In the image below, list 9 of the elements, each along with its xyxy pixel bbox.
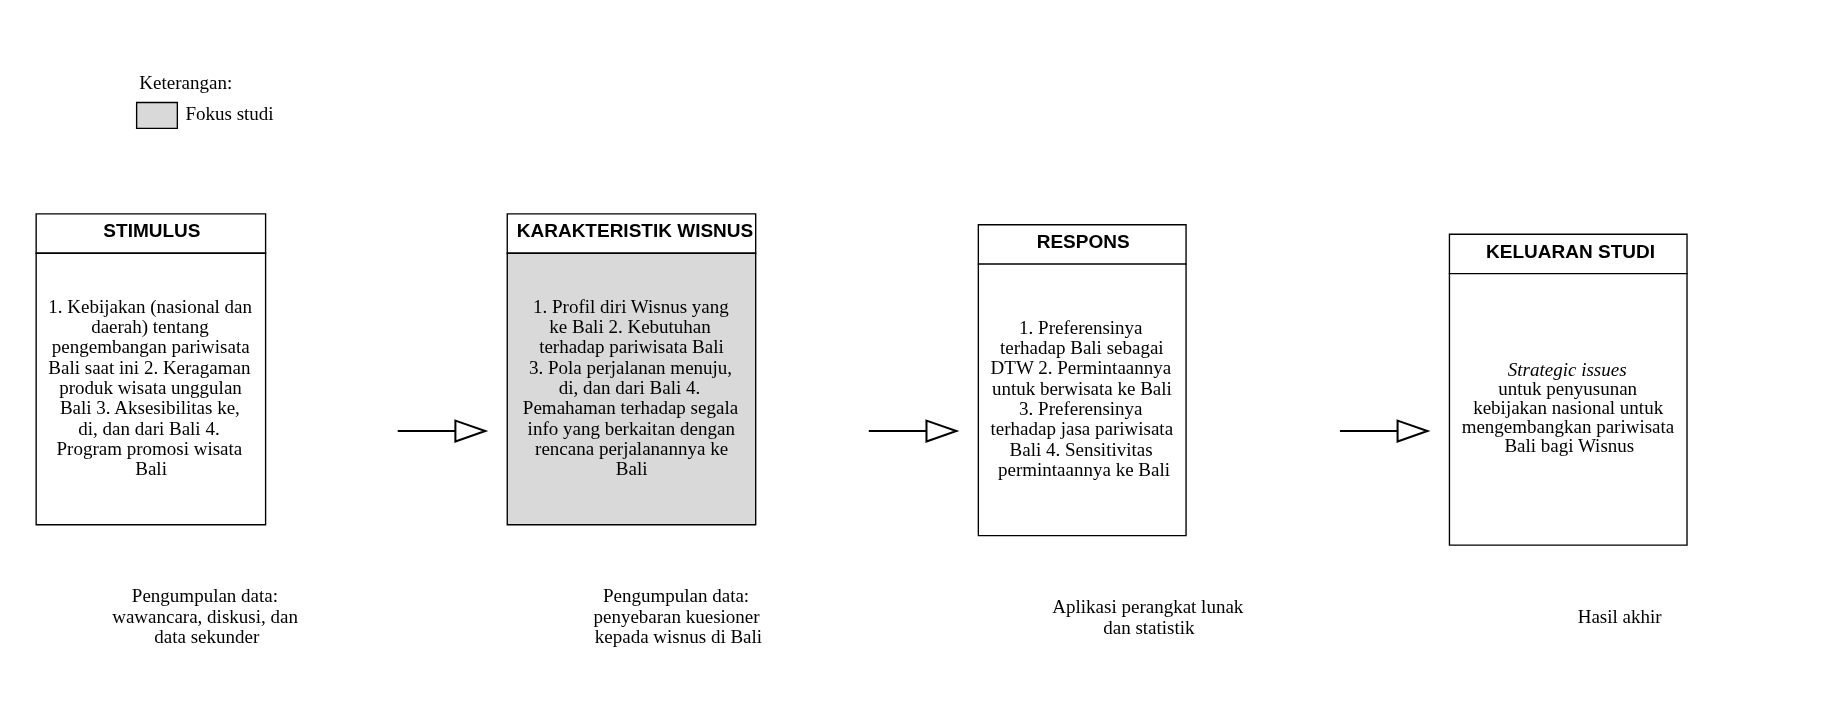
node-label: Pengumpulan data: penyebaran kuesioner kepada wisnus di Bali [593, 585, 763, 648]
arrow [397, 419, 489, 443]
arrow [1339, 419, 1431, 443]
label: Keterangan: [139, 72, 233, 94]
legend-label: Fokus studi [185, 103, 274, 125]
arrow [868, 419, 960, 443]
node-label: Aplikasi perangkat lunak dan statistik [1052, 596, 1244, 638]
node-label: Pengumpulan data: wawancara, diskusi, dan data sekunder [112, 585, 298, 648]
node-label: Hasil akhir [1577, 605, 1662, 627]
